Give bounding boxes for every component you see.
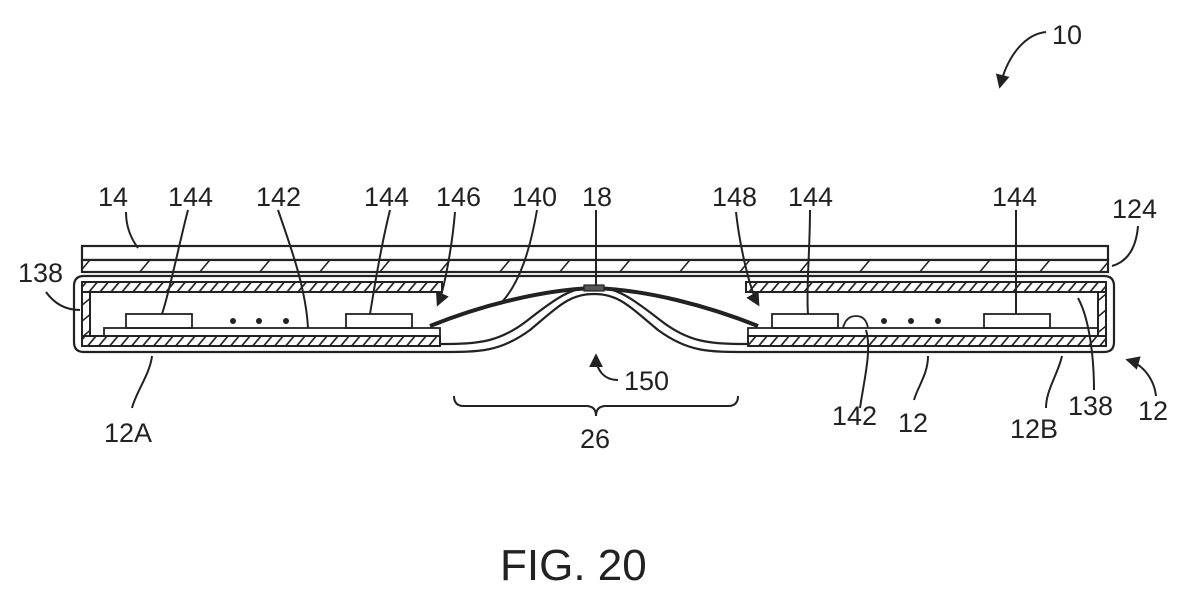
bend-region-brace — [453, 395, 739, 417]
label-138: 138 — [18, 258, 63, 288]
label-144: 144 — [168, 182, 213, 212]
label-138: 138 — [1068, 391, 1113, 421]
housing-right — [748, 274, 1116, 354]
upper-hatch-right — [745, 281, 1107, 293]
substrate-right — [747, 327, 1099, 337]
substrate-left — [103, 327, 441, 337]
label-144: 144 — [992, 182, 1037, 212]
label-10: 10 — [1052, 20, 1082, 50]
ellipsis-left — [230, 318, 289, 324]
lower-hatch-right — [747, 335, 1107, 347]
component-144 — [125, 313, 193, 329]
label-150: 150 — [624, 366, 669, 396]
label-148: 148 — [712, 182, 757, 212]
substrate-hook — [842, 315, 869, 329]
label-12: 12 — [1138, 396, 1168, 426]
component-144 — [345, 313, 413, 329]
label-144: 144 — [364, 182, 409, 212]
label-12A: 12A — [104, 418, 152, 448]
label-14: 14 — [98, 182, 128, 212]
lower-hatch-left — [81, 335, 441, 347]
label-18: 18 — [582, 182, 612, 212]
ellipsis-right — [881, 318, 941, 324]
label-142: 142 — [832, 401, 877, 431]
side-wall-left — [81, 291, 91, 337]
housing-bend-outer — [439, 292, 749, 354]
label-140: 140 — [512, 182, 557, 212]
side-wall-right — [1097, 291, 1107, 337]
label-146: 146 — [436, 182, 481, 212]
figure-caption: FIG. 20 — [500, 541, 647, 590]
label-142: 142 — [256, 182, 301, 212]
component-144 — [771, 313, 839, 329]
label-144: 144 — [788, 182, 833, 212]
label-26: 26 — [580, 424, 610, 454]
upper-hatch-left — [81, 281, 443, 293]
label-12: 12 — [898, 408, 928, 438]
component-144 — [983, 313, 1051, 329]
housing-bend-inner — [439, 285, 749, 346]
label-124: 124 — [1112, 194, 1157, 224]
center-element — [583, 284, 605, 292]
label-12B: 12B — [1010, 414, 1058, 444]
housing-left — [72, 274, 440, 354]
